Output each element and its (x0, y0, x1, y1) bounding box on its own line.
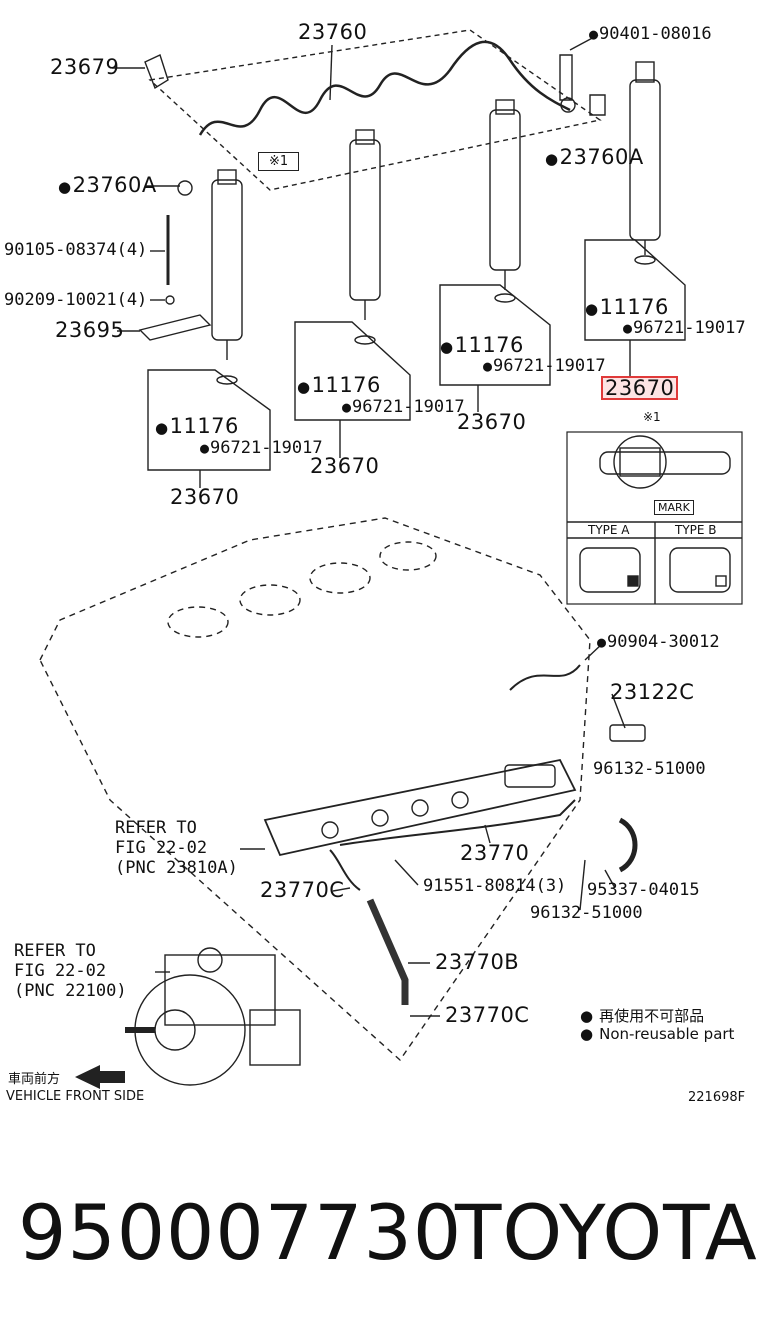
label-96721-19017-b: 96721-19017 (342, 397, 465, 417)
refer-pump-line2: FIG 22-02 (14, 961, 107, 981)
label-23770C-bottom: 23770C (445, 1003, 530, 1027)
common-rail (263, 758, 577, 857)
injector-3 (489, 99, 521, 290)
injector-1 (211, 169, 243, 360)
label-11176-b: 11176 (297, 375, 381, 397)
label-11176-c: 11176 (440, 335, 524, 357)
label-90105-08374: 90105-08374(4) (4, 240, 148, 260)
refer-rail-line1: REFER TO (115, 818, 197, 838)
brand-name: TOYOTA (455, 1188, 758, 1277)
label-23695: 23695 (55, 318, 125, 342)
engine-outline (39, 517, 591, 1062)
label-11176-d: 11176 (585, 297, 669, 319)
label-23670-b: 23670 (310, 454, 380, 478)
label-23670-d-highlighted: 23670 (601, 376, 679, 400)
refer-pump-line1: REFER TO (14, 941, 96, 961)
type-a-label: TYPE A (588, 523, 630, 537)
label-23760: 23760 (298, 20, 368, 44)
label-23770B: 23770B (435, 950, 520, 974)
label-23670-c: 23670 (457, 410, 527, 434)
label-91551-80814: 91551-80814(3) (423, 876, 567, 896)
label-96132-51000-bottom: 96132-51000 (530, 903, 643, 923)
legend-jp: ●再使用不可部品 (580, 1007, 705, 1025)
supply-pump (125, 947, 301, 1086)
label-96721-19017-d: 96721-19017 (623, 318, 746, 338)
refer-rail-line2: FIG 22-02 (115, 838, 208, 858)
figure-code: 221698F (688, 1090, 746, 1105)
label-23670-a: 23670 (170, 485, 240, 509)
label-11176-a: 11176 (155, 416, 239, 438)
diagram-drawing (39, 29, 743, 1089)
refer-rail-line3: (PNC 23810A) (115, 858, 238, 878)
label-90904-30012: 90904-30012 (597, 632, 720, 652)
label-96132-51000-top: 96132-51000 (593, 759, 706, 779)
legend-en: ●Non-reusable part (580, 1025, 735, 1043)
mark-label: MARK (654, 500, 694, 515)
label-96721-19017-a: 96721-19017 (200, 438, 323, 458)
detail-ref-marker: ※1 (643, 410, 661, 424)
front-label-en: VEHICLE FRONT SIDE (6, 1089, 145, 1104)
label-23122C: 23122C (610, 680, 695, 704)
front-arrow (75, 1065, 125, 1089)
fuel-pipe (198, 40, 571, 136)
note-ref-marker: ※1 (258, 152, 300, 171)
label-23770: 23770 (460, 841, 530, 865)
label-95337-04015: 95337-04015 (587, 880, 700, 900)
label-96721-19017-c: 96721-19017 (483, 356, 606, 376)
label-23679: 23679 (50, 55, 120, 79)
label-23760A-right: 23760A (545, 147, 644, 169)
label-23760A-left: 23760A (58, 175, 157, 197)
label-90209-10021: 90209-10021(4) (4, 290, 148, 310)
type-b-label: TYPE B (675, 523, 717, 537)
parts-diagram: 23760 23679 90401-08016 23760A 23760A 90… (0, 0, 760, 1140)
refer-pump-line3: (PNC 22100) (14, 981, 127, 1001)
label-23770C-left: 23770C (260, 878, 345, 902)
part-number: 950007730 (18, 1188, 463, 1277)
injector-2 (349, 129, 381, 320)
label-90401-08016: 90401-08016 (599, 24, 712, 44)
front-label-jp: 車両前方 (8, 1072, 61, 1087)
